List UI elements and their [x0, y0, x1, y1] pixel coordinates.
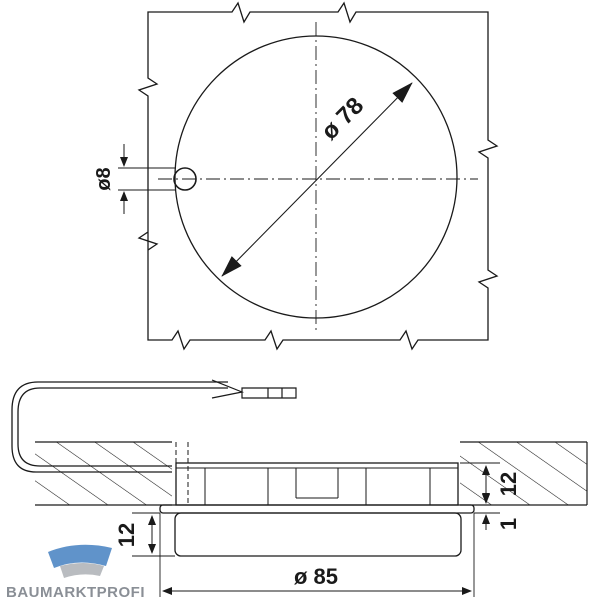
- circle-diameter-label: ø 78: [316, 92, 369, 145]
- circle-diameter-dim-line: [221, 82, 413, 277]
- housing: [175, 462, 459, 506]
- protrusion-label: 1: [496, 518, 521, 530]
- hole-diameter-label: ø8: [93, 167, 115, 190]
- cable: [17, 387, 228, 467]
- cable-connector: [211, 379, 297, 399]
- top-view: ø8 ø 78: [93, 1, 499, 351]
- watermark-logo: BAUMARKTPROFI: [6, 544, 145, 600]
- flange: [159, 504, 475, 514]
- panel-outline: [137, 1, 499, 351]
- panel-section-left: [35, 442, 172, 505]
- watermark-text: BAUMARKTPROFI: [6, 584, 145, 600]
- panel-section-right: [460, 442, 587, 505]
- side-view: 12 ø 85 12 1: [11, 379, 588, 597]
- product-diameter-label: ø 85: [294, 564, 338, 589]
- lens: [174, 512, 462, 557]
- logo-swoosh-icon: [48, 544, 112, 568]
- cable-hole: [173, 167, 197, 191]
- panel-thickness-label: 12: [496, 472, 521, 496]
- lens-height-label: 12: [114, 523, 139, 547]
